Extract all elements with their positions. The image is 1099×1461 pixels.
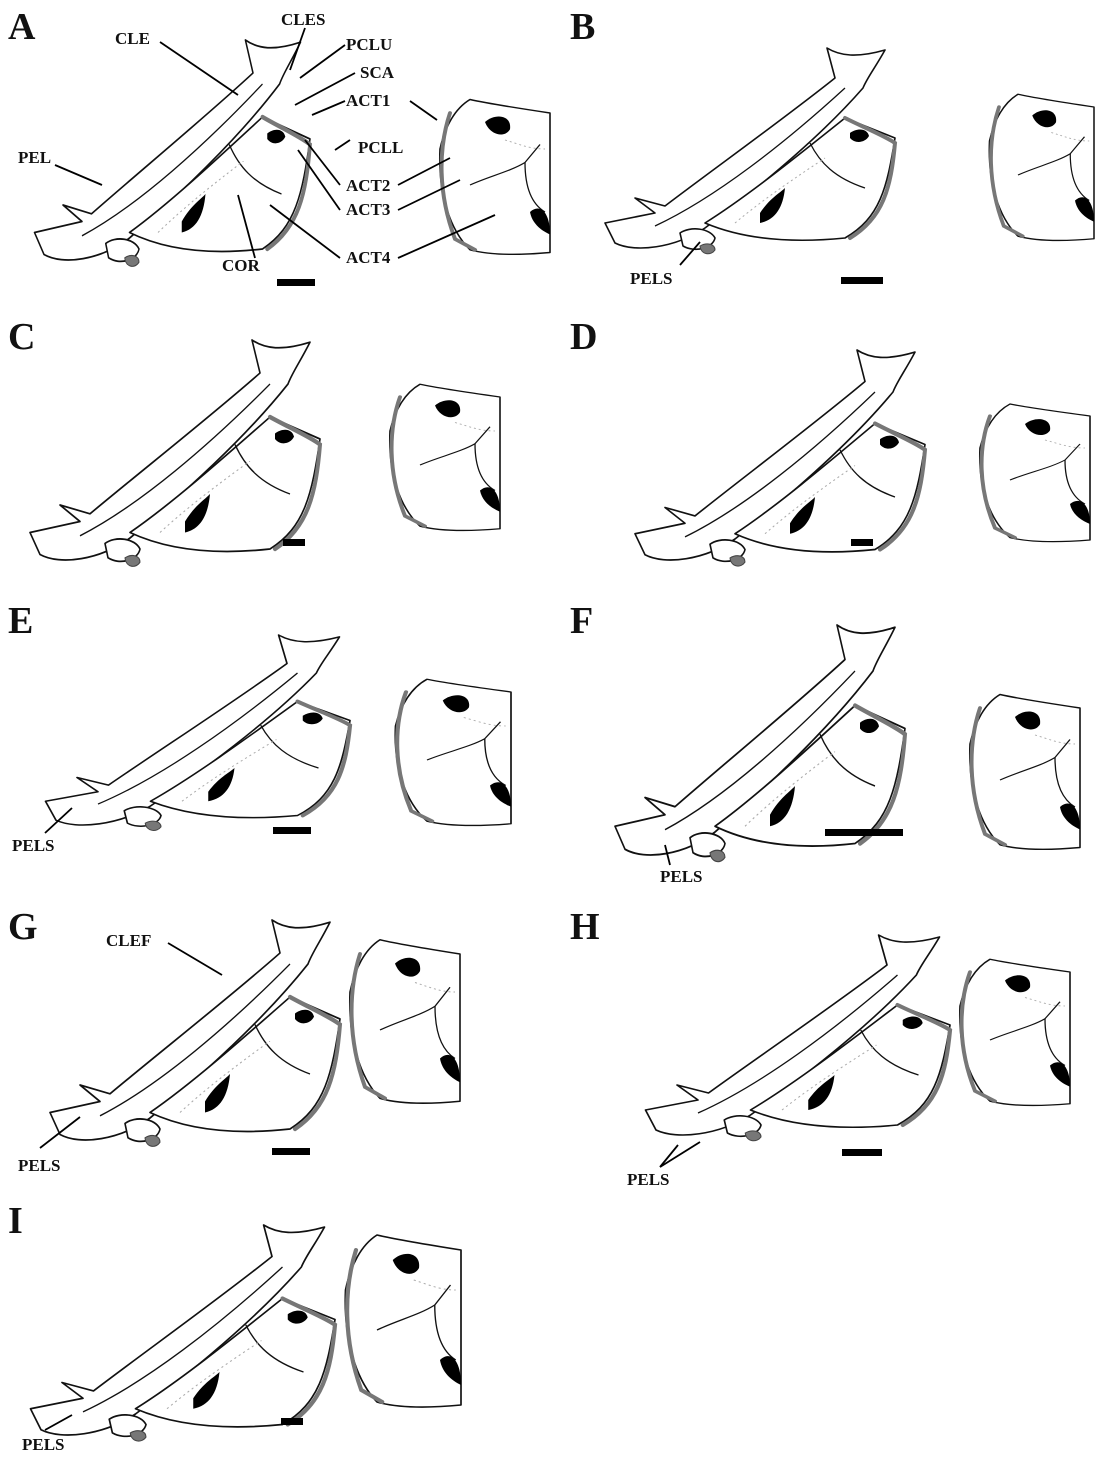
panel-i: I PELS — [0, 1180, 560, 1461]
label-clef: CLEF — [106, 932, 151, 949]
label-act4: ACT4 — [346, 249, 390, 266]
panel-d: D — [560, 300, 1099, 590]
panel-e: E PELS — [0, 590, 560, 880]
label-pels: PELS — [12, 837, 55, 854]
scale-bar — [273, 827, 311, 834]
panel-a: A CLE CLES PCLU SCA ACT1 PEL PCLL ACT2 A… — [0, 0, 560, 300]
panel-f: F PELS — [560, 590, 1099, 880]
panel-c: C — [0, 300, 560, 590]
label-pels: PELS — [18, 1157, 61, 1174]
panel-b-drawing — [560, 0, 1099, 300]
label-pels: PELS — [630, 270, 673, 287]
scale-bar — [272, 1148, 310, 1155]
label-pels: PELS — [22, 1436, 65, 1453]
label-sca: SCA — [360, 64, 394, 81]
label-cor: COR — [222, 257, 260, 274]
panel-a-drawing — [0, 0, 560, 300]
panel-g: G CLEF PELS — [0, 880, 560, 1180]
scale-bar — [851, 539, 873, 546]
panel-i-drawing — [0, 1180, 560, 1461]
scale-bar — [283, 539, 305, 546]
panel-b: B PELS — [560, 0, 1099, 300]
panel-h: H PELS — [560, 880, 1099, 1180]
label-pel: PEL — [18, 149, 51, 166]
panel-d-drawing — [560, 300, 1099, 590]
panel-e-drawing — [0, 590, 560, 880]
scale-bar — [841, 277, 883, 284]
scale-bar — [281, 1418, 303, 1425]
panel-f-drawing — [560, 590, 1099, 880]
label-cle: CLE — [115, 30, 150, 47]
label-cles: CLES — [281, 11, 325, 28]
label-pels: PELS — [627, 1171, 670, 1188]
label-act2: ACT2 — [346, 177, 390, 194]
label-pcll: PCLL — [358, 139, 403, 156]
label-act1: ACT1 — [346, 92, 390, 109]
scale-bar — [277, 279, 315, 286]
panel-g-drawing — [0, 880, 560, 1180]
scale-bar — [842, 1149, 882, 1156]
scale-bar — [825, 829, 903, 836]
label-pclu: PCLU — [346, 36, 392, 53]
panel-c-drawing — [0, 300, 560, 590]
panel-h-drawing — [560, 880, 1099, 1180]
label-act3: ACT3 — [346, 201, 390, 218]
